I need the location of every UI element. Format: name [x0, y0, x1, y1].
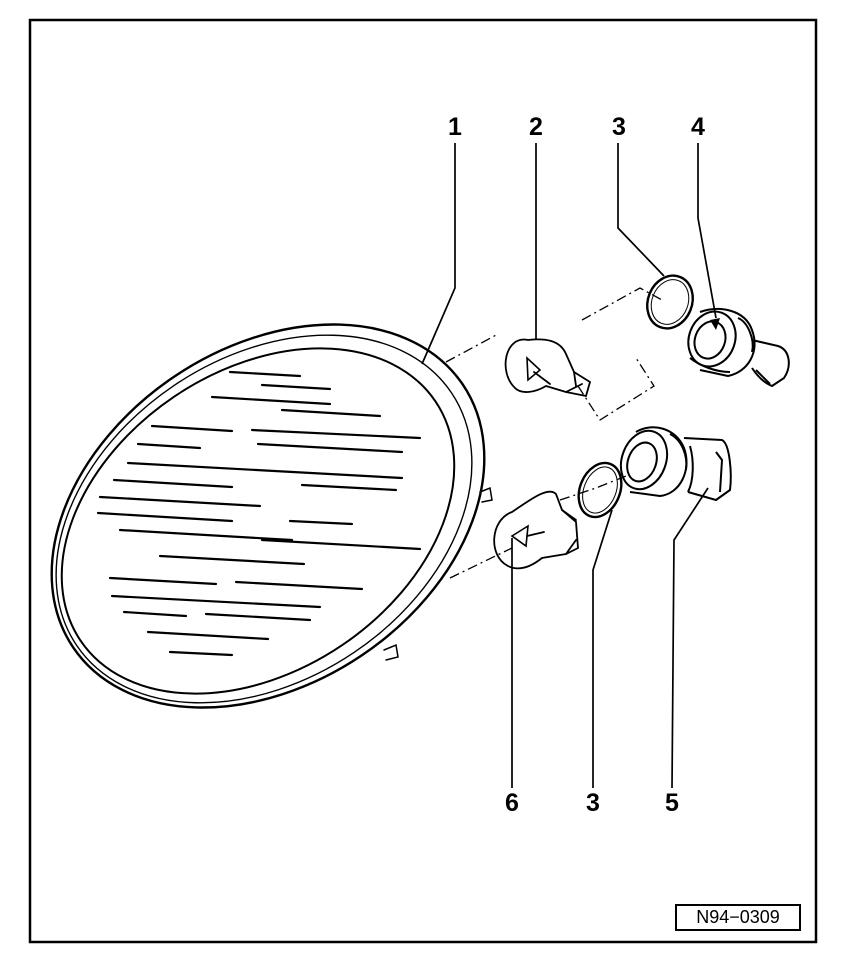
callout-4: 4	[691, 113, 705, 141]
assembly-axis-lines	[445, 287, 663, 579]
diagram-frame	[28, 18, 818, 944]
bulb-holder-upper	[687, 308, 790, 387]
lens-pattern	[96, 370, 422, 657]
callout-3-bottom: 3	[586, 789, 600, 817]
bulb-holder-lower	[619, 426, 732, 501]
callout-2: 2	[529, 113, 543, 141]
upper-bulb	[504, 338, 592, 398]
callout-5: 5	[665, 789, 679, 817]
lower-bulb	[493, 490, 579, 570]
seal-ring-upper	[646, 274, 694, 330]
reference-code: N94−0309	[675, 904, 801, 931]
callout-3-top: 3	[612, 113, 626, 141]
callout-1: 1	[448, 113, 462, 141]
leader-tip-4	[710, 318, 720, 330]
leader-lines	[421, 143, 717, 789]
seal-ring-lower	[577, 461, 623, 519]
headlight-housing	[50, 323, 493, 709]
callout-6: 6	[505, 789, 519, 817]
